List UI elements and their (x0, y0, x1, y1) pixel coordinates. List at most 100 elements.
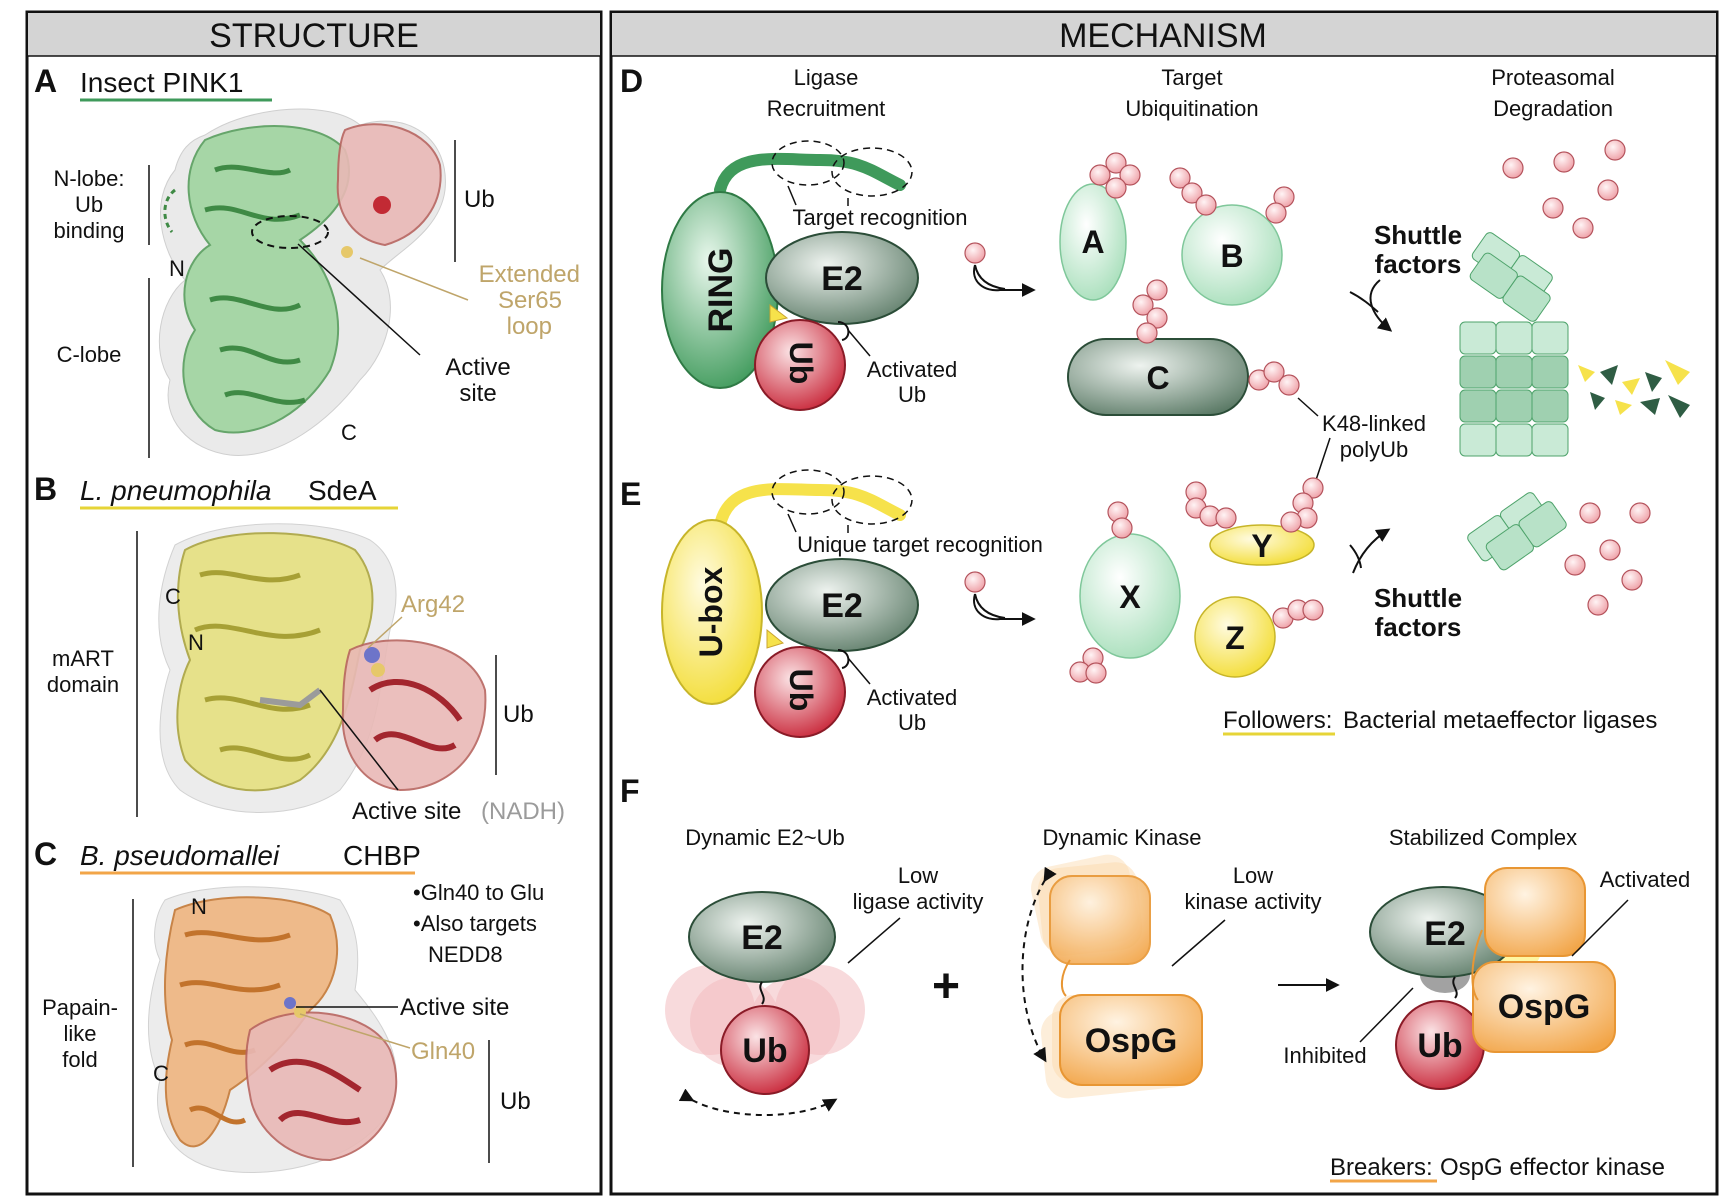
a-active-2: site (459, 380, 496, 407)
panel-a: A Insect PINK1 N-lobe: Ub binding C-lobe… (34, 63, 580, 458)
mechanism-header-bg (612, 13, 1716, 56)
f-low-kinase-2: kinase activity (1185, 889, 1322, 914)
c-ub: Ub (500, 1088, 531, 1115)
pink1-ub (336, 123, 442, 247)
ubox-target-oval-2 (831, 475, 913, 525)
c-c-terminus: C (153, 1061, 169, 1086)
f-e2-dynamic-label: E2 (741, 919, 783, 957)
d-shuttle-1: Shuttle (1374, 220, 1462, 250)
e-activated-1: Activated (867, 685, 958, 710)
panel-b-title-rest: SdeA (308, 475, 377, 506)
ring-e2-label: E2 (821, 260, 863, 298)
ubox-ub (754, 646, 846, 738)
panel-c-title-italic: B. pseudomallei (80, 840, 280, 871)
b-domain-1: mART (52, 646, 114, 671)
b-arg42: Arg42 (401, 591, 465, 618)
a-loop-2: Ser65 (498, 287, 562, 314)
target-a (1059, 183, 1127, 301)
structure-panel (25, 10, 603, 1196)
d-activated-1: Activated (867, 357, 958, 382)
target-y-label: Y (1251, 528, 1272, 564)
sdea-yellow-domain (176, 532, 374, 792)
f-plus: + (932, 960, 960, 1013)
chbp-orange-domain (163, 896, 338, 1148)
c-active: Active site (400, 994, 509, 1021)
panel-b-title-italic: L. pneumophila (80, 475, 271, 506)
panel-a-title: Insect PINK1 (80, 67, 243, 98)
f-ospg-complex-label: OspG (1498, 988, 1591, 1026)
panel-f-letter: F (620, 773, 640, 809)
target-b (1181, 204, 1283, 306)
k48-1: K48-linked (1322, 411, 1426, 436)
f-ospg-dynamic-label: OspG (1085, 1022, 1178, 1060)
f-ospg-complex (1472, 961, 1616, 1053)
target-z (1194, 596, 1276, 678)
e-unique: Unique target recognition (797, 532, 1043, 557)
f-ospg-dynamic (1059, 994, 1203, 1086)
panel-f: F Dynamic E2~Ub Dynamic Kinase Stabilize… (620, 773, 1691, 1183)
pink1-active-site-oval (251, 215, 329, 249)
f-low-ligase-2: ligase activity (853, 889, 984, 914)
d-col1-1: Ligase (794, 65, 859, 90)
panel-b-letter: B (34, 471, 57, 507)
f-title-1: Dynamic E2~Ub (685, 825, 845, 850)
d-target-recognition: Target recognition (793, 205, 968, 230)
followers-label: Followers: (1223, 707, 1332, 734)
panel-e: E Unique target recognition U-box E2 Ub … (620, 469, 1657, 738)
panel-e-letter: E (620, 476, 641, 512)
f-activated: Activated (1600, 867, 1691, 892)
ubox-ub-label: Ub (783, 669, 819, 712)
d-col1-2: Recruitment (767, 96, 886, 121)
c-bullet-1: •Gln40 to Glu (413, 880, 544, 905)
b-n-terminus: N (188, 630, 204, 655)
a-ub: Ub (464, 186, 495, 213)
target-a-label: A (1081, 224, 1104, 260)
f-ub-dynamic-label: Ub (742, 1032, 787, 1070)
f-title-3: Stabilized Complex (1389, 825, 1577, 850)
a-nlobe-2: Ub (75, 192, 103, 217)
c-gln40: Gln40 (411, 1038, 475, 1065)
mechanism-panel (609, 10, 1719, 1196)
e-shuttle-2: factors (1375, 612, 1462, 642)
sdea-ub (341, 639, 487, 792)
f-low-kinase-1: Low (1233, 863, 1273, 888)
panel-b: B L. pneumophila SdeA mART domain C N Ar… (34, 471, 565, 825)
e-activated-2: Ub (898, 710, 926, 735)
ring-tail (714, 152, 906, 196)
e-shuttle-1: Shuttle (1374, 583, 1462, 613)
ring-target-oval-1 (771, 140, 845, 186)
d-shuttle-2: factors (1375, 249, 1462, 279)
c-n-terminus: N (191, 894, 207, 919)
ubox-ligase (661, 519, 763, 705)
target-c (1067, 338, 1249, 416)
ubox-e2-label: E2 (821, 587, 863, 625)
a-c-terminus: C (341, 420, 357, 445)
a-nlobe-3: binding (54, 218, 125, 243)
panel-d-letter: D (620, 63, 643, 99)
proteasome (1459, 139, 1690, 616)
panel-c-letter: C (34, 836, 57, 872)
f-inhibited: Inhibited (1283, 1043, 1366, 1068)
f-ub-complex-label: Ub (1417, 1027, 1462, 1065)
ring-label: RING (702, 248, 740, 333)
b-ub: Ub (503, 701, 534, 728)
c-fold-1: Papain- (42, 995, 118, 1020)
c-bullet-3: NEDD8 (428, 942, 503, 967)
target-y (1209, 524, 1315, 566)
ring-ub (754, 319, 846, 411)
a-nlobe-1: N-lobe: (54, 166, 125, 191)
b-active: Active site (352, 798, 461, 825)
k48-2: polyUb (1340, 437, 1408, 462)
mechanism-header: MECHANISM (1059, 17, 1267, 55)
ubox-tail (714, 483, 906, 531)
d-col2-1: Target (1161, 65, 1222, 90)
a-active-1: Active (445, 354, 510, 381)
breakers-label: Breakers: (1330, 1154, 1433, 1181)
d-activated-2: Ub (898, 382, 926, 407)
target-x-label: X (1119, 579, 1141, 615)
a-n-terminus: N (169, 256, 185, 281)
b-domain-2: domain (47, 672, 119, 697)
a-loop-1: Extended (479, 261, 580, 288)
b-c-terminus: C (165, 584, 181, 609)
